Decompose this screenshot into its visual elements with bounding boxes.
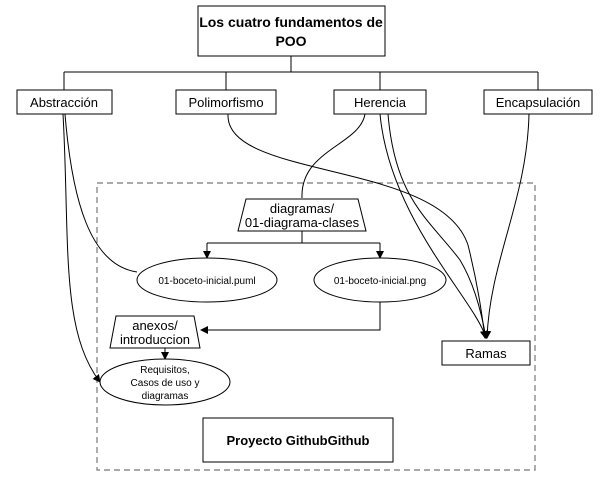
pillar-abstraccion-label: Abstracción	[30, 95, 98, 110]
folder-diagramas: diagramas/ 01-diagrama-clases	[237, 198, 367, 232]
folder-connectors	[161, 231, 384, 360]
pillar-abstraccion: Abstracción	[16, 89, 113, 115]
file-puml: 01-boceto-inicial.puml	[136, 257, 278, 303]
project-label: Proyecto GithubGithub	[227, 433, 370, 448]
file-requisitos-line-3: diagramas	[142, 391, 189, 402]
pillar-herencia: Herencia	[333, 89, 427, 115]
file-requisitos-line-1: Requisitos,	[140, 365, 189, 376]
project-container	[96, 182, 536, 471]
title-line-2: POO	[275, 33, 306, 49]
file-png: 01-boceto-inicial.png	[313, 257, 447, 303]
file-puml-label: 01-boceto-inicial.puml	[158, 276, 255, 287]
title-line-1: Los cuatro fundamentos de	[199, 14, 383, 30]
folder-anexos-line-1: anexos/	[132, 318, 178, 333]
title-box: Los cuatro fundamentos de POO	[197, 5, 386, 57]
pillar-encapsulacion-label: Encapsulación	[496, 95, 581, 110]
file-requisitos: Requisitos, Casos de uso y diagramas	[99, 358, 231, 406]
pillar-polimorfismo-label: Polimorfismo	[188, 95, 263, 110]
folder-anexos: anexos/ introduccion	[109, 315, 201, 349]
folder-diagramas-line-2: 01-diagrama-clases	[245, 215, 360, 230]
pillar-polimorfismo: Polimorfismo	[175, 89, 277, 115]
pillar-encapsulacion: Encapsulación	[483, 89, 593, 115]
folder-anexos-line-2: introduccion	[120, 332, 190, 347]
relationship-curves	[62, 113, 530, 383]
ramas-label: Ramas	[465, 346, 507, 361]
folder-diagramas-line-1: diagramas/	[270, 201, 335, 216]
file-requisitos-line-2: Casos de uso y	[131, 378, 200, 389]
title-connectors	[63, 56, 539, 90]
pillar-herencia-label: Herencia	[354, 95, 407, 110]
ramas-box: Ramas	[441, 340, 531, 366]
project-box: Proyecto GithubGithub	[202, 417, 394, 463]
file-png-label: 01-boceto-inicial.png	[334, 276, 426, 287]
